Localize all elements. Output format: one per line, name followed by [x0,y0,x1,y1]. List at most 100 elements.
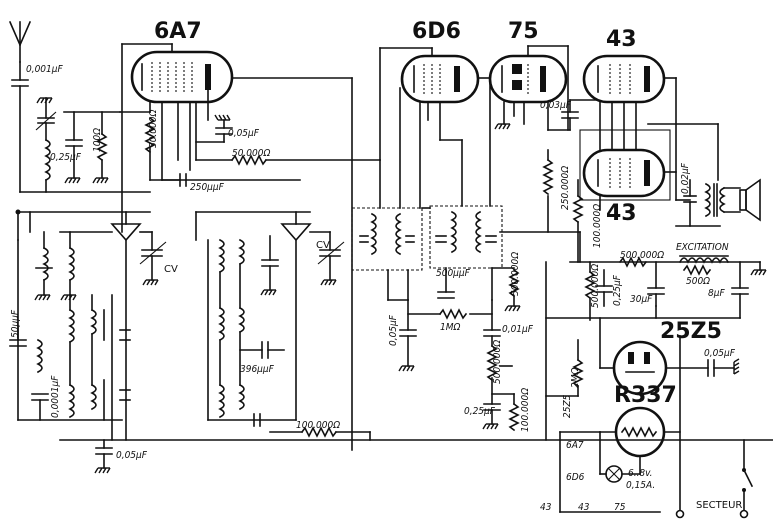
ground-symbol [482,423,499,430]
heater-43b-label: 43 [578,502,590,513]
wave-switch-2 [280,223,312,242]
tube-6d6-label: 6D6 [412,19,461,44]
coil-7 [238,238,245,266]
screen-resistor-label: 50.000Ω [232,148,270,159]
coil-9 [238,306,245,334]
coil-6 [218,238,225,274]
output-transformer [704,182,726,218]
detector-capacitor-label: 500µµF [436,268,471,279]
excitation-label: EXCITATION [676,242,729,253]
grid-resistor-1-label: 50.000Ω [148,110,159,148]
interstage-capacitor-label: 0,03µF [540,100,572,111]
heater-25z5-label: 25Z5 [562,394,573,418]
volume-potentiometer [486,344,498,382]
osc-coil-3 [90,308,97,336]
ground-symbol [94,467,111,474]
filter-capacitor-label: 0,05µF [388,314,399,346]
power-switch-icon [742,468,746,492]
cathode-capacitor-label: 0,25µF [50,152,82,163]
mains-label: SECTEUR [696,500,742,511]
padder-capacitor-label: 50µµF [10,309,21,338]
ballast-r337 [614,406,666,458]
cathode-resistor-label: 100Ω [92,128,103,152]
ground-symbol [398,365,415,372]
pilot-lamp-voltage-label: 6..8v. [628,468,653,479]
ballast-r337-label: R337 [614,383,677,408]
tone-capacitor-label: 0,02µF [680,162,691,194]
padder-396-label: 396µµF [240,364,275,375]
ground-symbol [214,114,231,121]
avc-resistor-label: 100.000Ω [296,420,340,431]
pilot-lamp-current-label: 0,15A. [626,480,655,491]
tube-43-lower [582,148,666,198]
heater-75-label: 75 [614,502,626,513]
grid-leak-resistor-label: 100.000Ω [592,204,603,248]
filter-8-label: 8µF [708,288,725,299]
coil-11 [238,383,245,411]
coil-8 [218,306,225,342]
hum-resistor-label: 500.000Ω [620,250,664,261]
coil-10 [218,383,225,419]
tube-6a7-label: 6A7 [154,19,202,44]
heater-6d6-label: 6D6 [566,472,585,483]
coupling-001-label: 0,01µF [502,324,534,335]
speaker-icon [739,178,761,222]
ground-symbol [64,177,81,184]
plate-load-resistor-label: 250.000Ω [560,166,571,210]
mains-terminal [675,509,749,519]
antenna-capacitor-label: 0,001µF [26,64,63,75]
osc-coil-2 [68,308,75,344]
pilot-lamp-icon [605,465,623,483]
tube-43-upper [582,54,666,104]
osc-coil-4 [68,383,75,419]
osc-coil-5 [90,383,97,411]
bias-divider-resistor [584,270,596,300]
tube-43b-label: 43 [606,201,637,226]
ground-symbol [36,97,53,104]
filter-resistor-label: 1MΩ [440,322,460,333]
tube-75 [488,54,568,104]
field-resistor [682,264,712,276]
coil-1 [42,246,49,282]
ground-symbol [320,279,337,286]
tube-25z5-label: 25Z5 [660,319,722,344]
if-transformer-2 [429,205,503,269]
antenna-capacitor [11,79,29,87]
ground-symbol [494,123,511,130]
tuning-capacitor-1-label: CV [164,264,178,275]
tube-75-label: 75 [508,19,539,44]
bias-capacitor-label: 0,25µF [464,406,496,417]
detector-load-resistor [508,268,520,298]
grid-bias-resistor [572,358,584,388]
heater-6a7-label: 6A7 [566,440,584,451]
tube-43-label: 43 [606,27,637,52]
field-coil [678,257,730,264]
detector-load-resistor-label: 500.000Ω [510,252,521,296]
osc-capacitor-label: 0,0001µF [50,375,61,418]
screen-resistor [230,154,268,166]
ground-symbol [504,305,521,312]
avc-capacitor-label: 0,05µF [116,450,148,461]
tuning-capacitor-2-label: CV [316,240,330,251]
filter-30-label: 30µF [630,294,653,305]
ground-symbol [260,289,277,296]
osc-coil-1 [36,338,43,374]
wave-switch-1 [110,223,142,242]
grid-resistor-1 [144,116,156,154]
ground-symbol [142,279,159,286]
ground-symbol [750,269,767,276]
rectifier-capacitor-label: 0,05µF [704,348,736,359]
ground-symbol [92,177,109,184]
filter-resistor [438,308,468,320]
if-transformer-1 [351,207,423,271]
tube-6d6 [400,54,480,104]
coil-2 [68,246,75,282]
ground-symbol [60,294,77,301]
heater-43a-label: 43 [540,502,552,513]
volume-potentiometer-label: 500.000Ω [492,340,503,384]
cathode-resistor [96,132,108,162]
antenna-coil [44,138,51,182]
avc-resistor [300,426,338,438]
bias-resistor-label: 100.000Ω [520,388,531,432]
